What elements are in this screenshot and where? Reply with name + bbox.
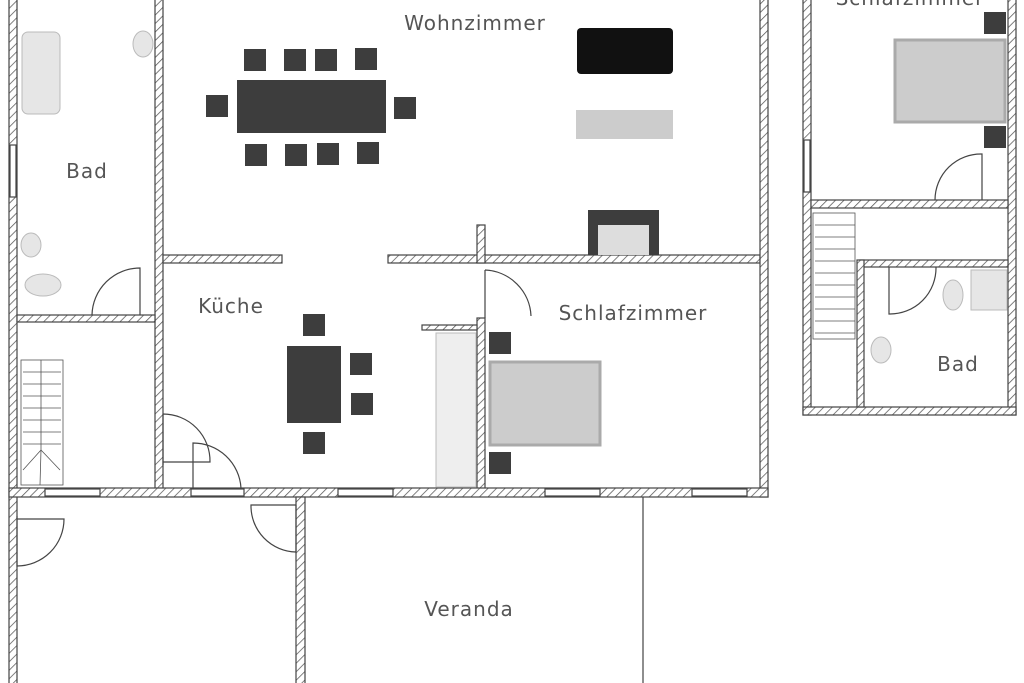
sink-icon	[20, 232, 42, 258]
wall-bad-bottom	[16, 314, 156, 323]
wall-right-outer	[759, 0, 769, 498]
dining-table	[237, 80, 386, 133]
room-label-veranda: Veranda	[424, 597, 514, 621]
nightstand	[984, 126, 1006, 148]
toilet-icon	[24, 273, 62, 297]
sink-icon	[132, 30, 154, 58]
window	[691, 488, 748, 497]
window	[803, 139, 811, 193]
wall-veranda-left	[295, 496, 306, 683]
room-label-wohnzimmer: Wohnzimmer	[404, 11, 546, 35]
wall-annex-left	[802, 0, 812, 416]
kitchen-cabinets	[435, 332, 477, 488]
wall-annex-bedroom-bottom	[810, 199, 1009, 209]
room-label-kueche: Küche	[198, 294, 264, 318]
window	[337, 488, 394, 497]
bathtub	[21, 31, 61, 115]
room-label-bad: Bad	[66, 159, 108, 183]
fixtures	[20, 30, 1008, 488]
sofa	[577, 28, 673, 74]
nightstand	[489, 332, 511, 354]
wall-bedroom-left	[476, 317, 486, 491]
wall-cabinet-top	[421, 324, 478, 331]
toilet-icon	[942, 279, 964, 311]
window	[544, 488, 601, 497]
wall-kitchen-top	[162, 254, 283, 264]
window	[44, 488, 101, 497]
door-annex-bad[interactable]	[888, 266, 937, 315]
staircase-left	[20, 359, 64, 486]
door-annex-bedroom[interactable]	[934, 153, 983, 201]
door-bad[interactable]	[91, 267, 141, 316]
furniture	[206, 12, 1006, 474]
door-lower-left[interactable]	[16, 516, 65, 567]
window	[190, 488, 245, 497]
wall-annex-right	[1007, 0, 1017, 416]
kitchen-table	[287, 346, 341, 423]
wall-bad-right	[154, 0, 164, 496]
staircase-right	[812, 212, 856, 340]
door-kitchen-side[interactable]	[162, 413, 211, 465]
bed	[488, 360, 602, 447]
room-label-bad-annex: Bad	[937, 352, 979, 376]
wall-stub	[476, 224, 486, 264]
nightstand	[489, 452, 511, 474]
wall-annex-hall-bottom	[859, 259, 1009, 268]
wall-annex-bottom	[802, 406, 1017, 416]
wall-left-outer	[8, 0, 18, 683]
room-label-schlafzimmer-annex: Schlafzimmer	[836, 0, 985, 10]
door-kitchen-bottom[interactable]	[192, 442, 242, 489]
shower-icon	[970, 269, 1008, 311]
walls	[8, 0, 1017, 683]
wall-annex-bad-left	[856, 259, 865, 408]
bed	[893, 38, 1007, 124]
sink-icon	[870, 336, 892, 364]
window	[9, 144, 17, 198]
door-bedroom[interactable]	[484, 269, 532, 318]
room-label-schlafzimmer: Schlafzimmer	[558, 301, 708, 325]
nightstand	[984, 12, 1006, 34]
door-veranda[interactable]	[250, 504, 297, 553]
lines	[9, 139, 983, 683]
wall-living-bottom	[387, 254, 761, 264]
coffee-table	[576, 110, 673, 139]
